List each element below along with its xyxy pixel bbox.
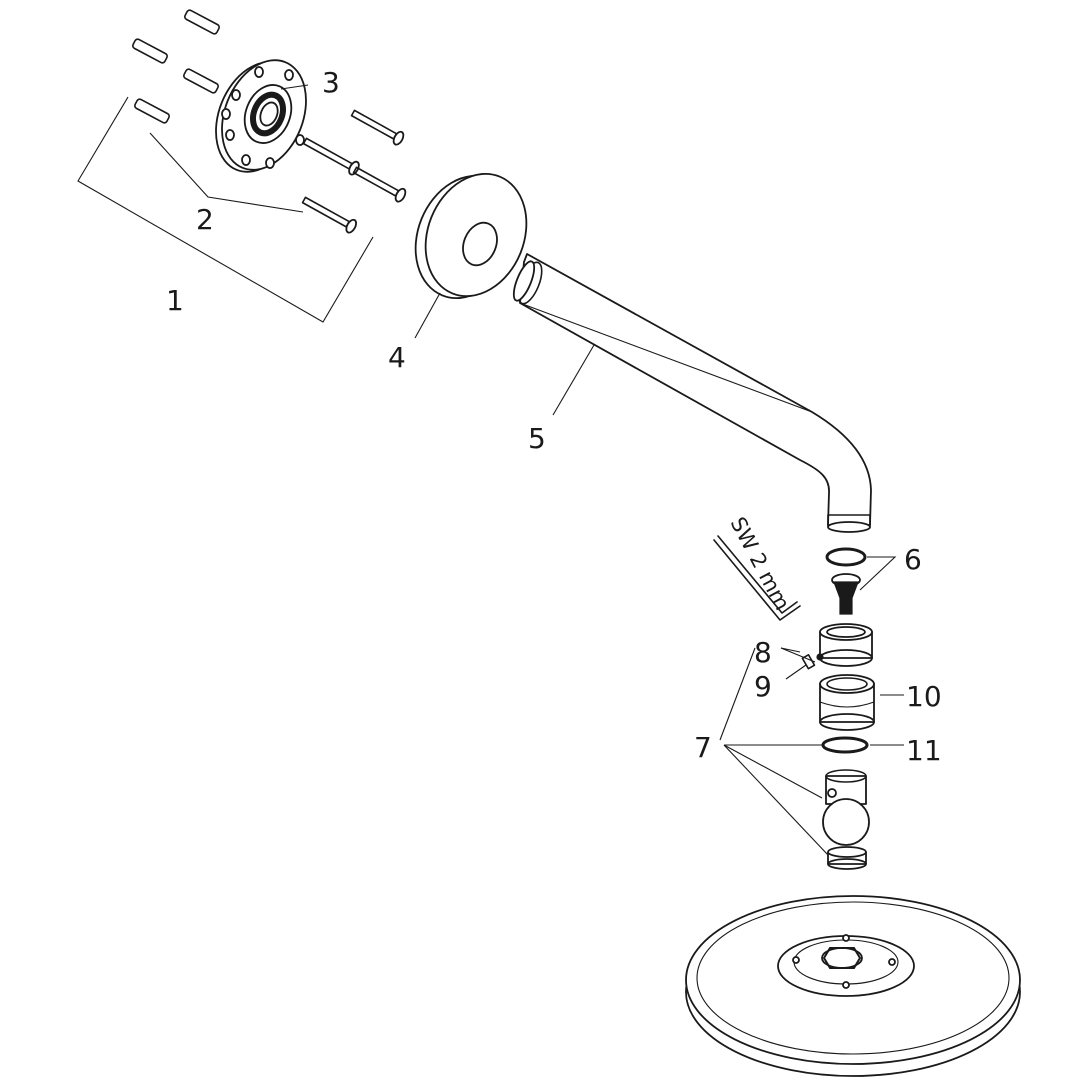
ball-seat-ring (827, 846, 867, 870)
hex-key-icon (713, 535, 801, 621)
clamp-ring (816, 623, 873, 667)
screw (350, 109, 405, 146)
callout-9: 9 (754, 670, 772, 703)
wall-plug (132, 38, 168, 64)
callout-1: 1 (166, 284, 184, 317)
leader-lines (77, 84, 904, 856)
ball-joint (822, 769, 870, 846)
hex-key-size-label: SW 2 mm (726, 513, 795, 614)
callout-7: 7 (694, 731, 712, 764)
callout-2: 2 (196, 203, 214, 236)
screw (301, 196, 358, 234)
shower-arm (512, 253, 872, 533)
screw (302, 137, 360, 176)
flow-limiter (831, 573, 861, 615)
wall-plug (134, 98, 170, 124)
arm-thread (512, 260, 543, 305)
seal-ring (825, 547, 867, 567)
o-ring (821, 736, 869, 754)
threaded-nut (819, 674, 875, 731)
overhead-shower (685, 895, 1021, 1077)
callout-10: 10 (906, 680, 942, 713)
callout-11: 11 (906, 734, 942, 767)
wall-rosette (414, 172, 528, 300)
callout-5: 5 (528, 422, 546, 455)
callout-6: 6 (904, 543, 922, 576)
wall-plug-group (132, 9, 220, 124)
callout-8: 8 (754, 636, 772, 669)
wall-plug (184, 9, 220, 35)
screw (352, 166, 407, 203)
mounting-flange (215, 59, 307, 173)
wall-plug (183, 68, 219, 94)
callout-4: 4 (388, 341, 406, 374)
callout-3: 3 (322, 66, 340, 99)
screw-group (301, 109, 407, 234)
